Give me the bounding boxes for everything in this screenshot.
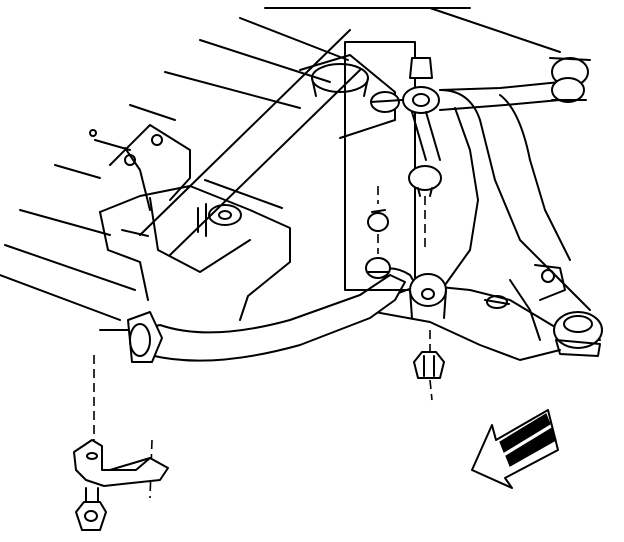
upper-control-arm-bushing — [439, 57, 591, 111]
bushing-clamp — [73, 439, 169, 487]
frame-crossmember — [99, 54, 396, 321]
link-spacer — [409, 273, 447, 319]
link-bushings — [365, 186, 391, 279]
stabilizer-link-bolt — [370, 57, 442, 197]
link-nut — [413, 351, 445, 379]
front-direction-arrow — [471, 409, 559, 489]
clamp-bolt — [75, 487, 107, 531]
frame-rail — [0, 7, 561, 321]
lower-ball-joint — [553, 311, 603, 357]
stabilizer-bar-bushing — [127, 311, 163, 363]
